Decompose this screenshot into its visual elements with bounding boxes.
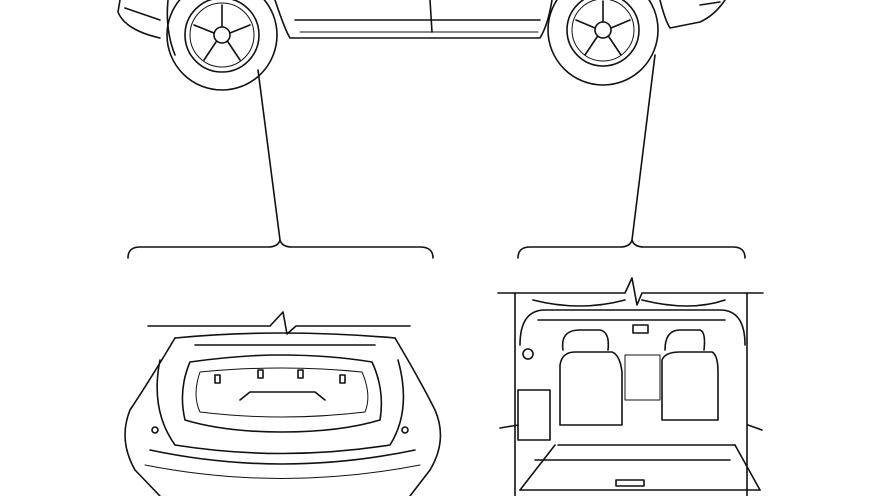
- reference-lead-lines: [127, 54, 746, 259]
- vehicle-side-view: [117, 0, 726, 91]
- bracket-right: [517, 239, 746, 259]
- front-wheel: [166, 0, 278, 91]
- front-trunk-detail: [124, 311, 442, 496]
- rear-wheel: [547, 0, 659, 86]
- rear-cargo-detail: [497, 277, 764, 496]
- bracket-left: [127, 239, 434, 259]
